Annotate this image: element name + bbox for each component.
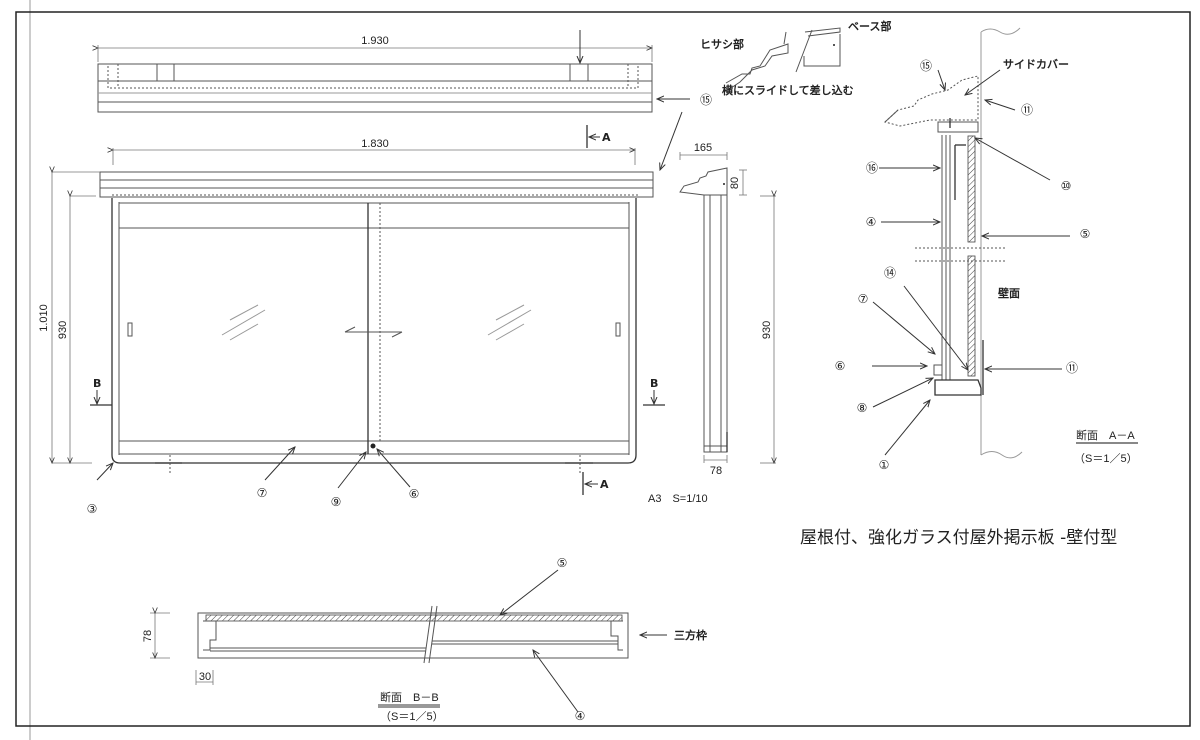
dim-body-width: 1.830 <box>361 138 389 150</box>
callout-9: ⑨ <box>331 495 342 509</box>
frame-label: 三方枠 <box>674 628 707 642</box>
dim-bb-height: 78 <box>142 630 154 642</box>
callout-7-front: ⑦ <box>257 486 268 500</box>
dim-body-height: 930 <box>57 321 69 339</box>
visor-label: ヒサシ部 <box>700 37 744 51</box>
section-mark-b-left: B <box>93 377 101 390</box>
scale-note: A3 S=1/10 <box>648 493 708 505</box>
drawing-title: 屋根付、強化ガラス付屋外掲示板 -壁付型 <box>800 528 1117 548</box>
callout-7-section: ⑦ <box>858 292 869 306</box>
callout-4-section: ④ <box>866 215 877 229</box>
section-aa-title: 断面 A－A <box>1076 428 1135 442</box>
callout-15-section: ⑮ <box>920 59 932 73</box>
callout-6-front: ⑥ <box>409 487 420 501</box>
dim-top-width: 1.930 <box>361 35 389 47</box>
roof-detail <box>725 27 841 91</box>
callout-14: ⑭ <box>884 266 896 280</box>
side-cover-label: サイドカバー <box>1003 58 1069 71</box>
section-mark-a-bottom: A <box>600 478 609 491</box>
section-bb <box>150 569 667 713</box>
callout-1: ① <box>879 458 890 472</box>
base-label: ベース部 <box>848 19 891 33</box>
section-bb-scale: （S＝1／5） <box>380 710 444 723</box>
dim-bb-frame-width: 30 <box>199 671 211 683</box>
section-bb-title: 断面 B－B <box>380 690 439 704</box>
section-mark-b-right: B <box>650 377 658 390</box>
wall-label: 壁面 <box>998 286 1020 300</box>
top-view <box>98 30 652 113</box>
callout-15-side: ⑮ <box>700 93 712 107</box>
callout-5-section: ⑤ <box>1080 227 1091 241</box>
callout-5-bb: ⑤ <box>557 556 568 570</box>
callout-3: ③ <box>87 502 98 516</box>
section-aa-scale: （S＝1／5） <box>1074 452 1138 465</box>
side-view <box>657 99 776 463</box>
callout-6-section: ⑥ <box>835 359 846 373</box>
slide-instruction: 横にスライドして差し込む <box>722 83 854 97</box>
section-aa <box>872 27 1138 459</box>
section-mark-a-top: A <box>602 131 611 144</box>
callout-16: ⑯ <box>866 161 878 175</box>
callout-10: ⑩ <box>1061 179 1072 193</box>
dim-roof-depth: 165 <box>694 142 712 154</box>
callout-11-bottom: ⑪ <box>1066 361 1078 375</box>
callout-11-top: ⑪ <box>1021 103 1033 117</box>
callout-4-bb: ④ <box>575 709 586 723</box>
front-view <box>52 125 665 495</box>
drawing-border <box>15 11 1191 727</box>
dim-side-height: 930 <box>761 321 773 339</box>
dim-total-height: 1.010 <box>38 304 50 332</box>
dim-roof-height: 80 <box>729 177 741 189</box>
callout-8: ⑧ <box>857 401 868 415</box>
dim-side-depth: 78 <box>710 465 722 477</box>
